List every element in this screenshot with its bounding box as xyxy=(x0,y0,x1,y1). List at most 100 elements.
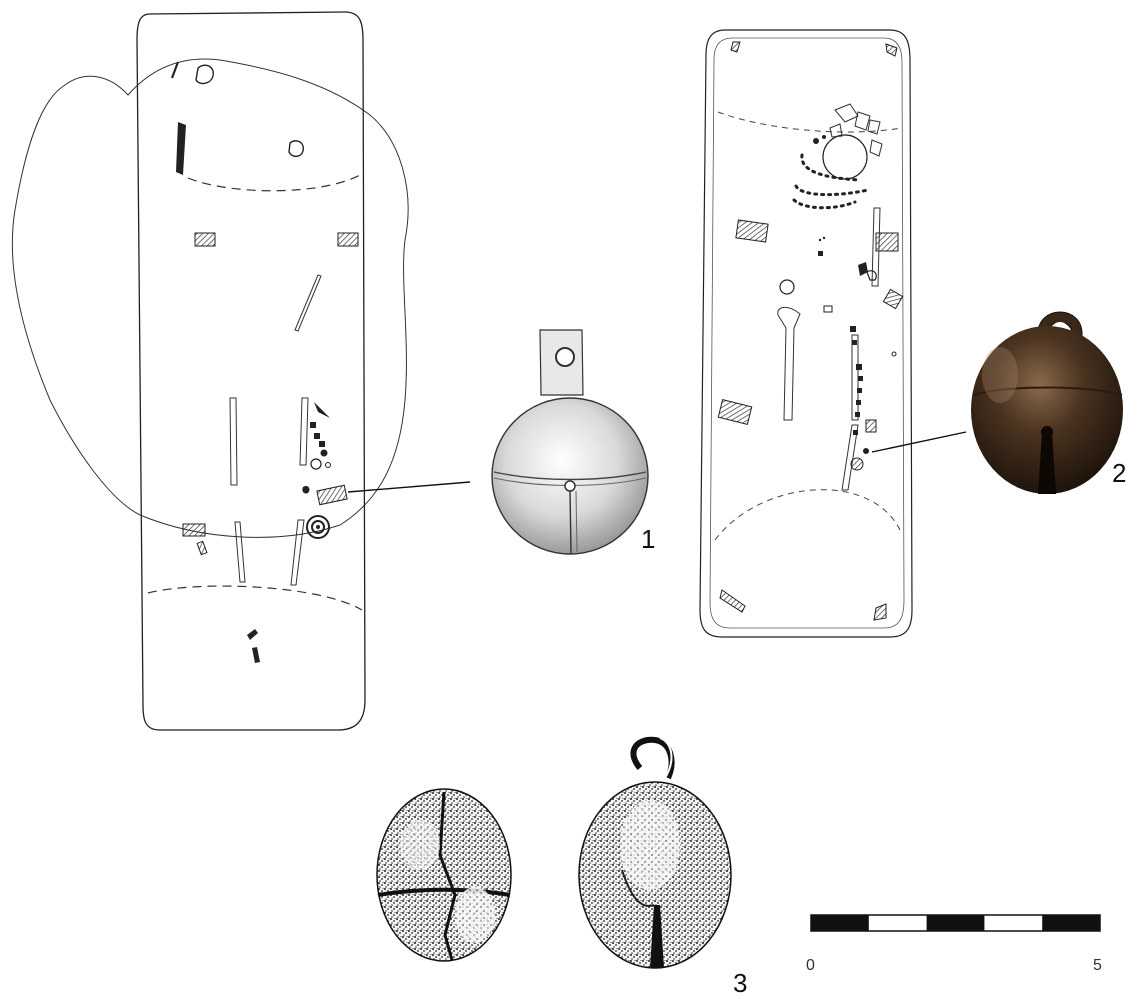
bell-2-body xyxy=(971,326,1123,494)
grave-2-find xyxy=(866,270,877,281)
bell-3-highlight xyxy=(620,800,680,890)
grave-1-disc xyxy=(306,515,330,539)
grave-1-ring xyxy=(325,462,331,468)
grave-1-wood-fragment xyxy=(176,122,186,175)
grave-2-plan xyxy=(699,29,967,638)
grave-1-skull-fragment xyxy=(195,64,214,85)
scale-bar-segment xyxy=(1042,915,1100,931)
grave-2-hatched-block xyxy=(735,219,769,243)
grave-2-bead-string xyxy=(794,184,870,197)
bell-3-loop xyxy=(630,736,675,780)
grave-2-skull-fragment xyxy=(869,139,883,157)
grave-1-find xyxy=(247,629,258,640)
grave-2-skull-fragment xyxy=(829,123,843,138)
grave-2-bead xyxy=(822,236,826,240)
bell-3-slot-horizontal xyxy=(377,887,511,897)
bell-1-loop-hole xyxy=(555,347,575,367)
grave-1-disc xyxy=(316,525,320,529)
grave-2-bead xyxy=(813,138,819,144)
grave-2-bone xyxy=(851,334,859,421)
grave-1-find xyxy=(170,61,180,79)
grave-1-bone xyxy=(290,519,305,586)
grave-1-hatched-block xyxy=(182,523,206,537)
grave-1-bead xyxy=(320,449,328,457)
grave-2-hatched-block xyxy=(882,288,904,310)
grave-2-bead-string xyxy=(800,153,862,182)
grave-2-bead xyxy=(818,238,822,242)
bell-1-drawing xyxy=(491,329,649,555)
grave-2-bead-column xyxy=(850,326,863,435)
grave-1-bell-location xyxy=(316,484,348,506)
grave-2-bead xyxy=(818,251,823,256)
grave-1-bone xyxy=(229,397,238,486)
bell-3-highlight xyxy=(400,820,440,870)
scale-bar xyxy=(810,914,1101,932)
grave-2-coffin-inner xyxy=(709,37,905,629)
grave-1-hatched-block xyxy=(337,232,359,247)
grave-1-dashed-lower xyxy=(147,585,363,611)
grave-2-bead xyxy=(822,135,826,139)
leader-line-2 xyxy=(871,431,967,453)
label-item-3: 3 xyxy=(733,968,747,998)
bell-3-loop-highlight xyxy=(659,737,673,779)
grave-1-coffin-outline xyxy=(136,11,366,731)
grave-1-disc xyxy=(311,520,325,534)
grave-2-find xyxy=(823,305,833,313)
label-item-2: 2 xyxy=(1112,458,1126,488)
label-item-1: 1 xyxy=(641,524,655,554)
bell-3-drawing-side xyxy=(578,736,732,969)
grave-2-coffin-outline xyxy=(699,29,913,638)
grave-2-bone xyxy=(871,207,881,287)
bell-3-seam xyxy=(438,791,457,961)
grave-1-find xyxy=(302,485,310,494)
grave-2-hatched-block xyxy=(875,232,899,252)
grave-1-find xyxy=(252,647,260,663)
grave-2-corner-fragment xyxy=(885,43,898,57)
scale-bar-start-label: 0 xyxy=(806,957,815,974)
bell-3-slot xyxy=(650,905,664,968)
grave-2-skull-fragment xyxy=(854,111,871,131)
grave-2-femur xyxy=(777,306,801,421)
grave-2-bell-location xyxy=(863,448,869,454)
scale-bar-end-label: 5 xyxy=(1093,957,1102,974)
bell-1-slot-hole xyxy=(564,480,576,492)
grave-2-corner-fragment xyxy=(873,603,887,621)
grave-2-corner-fragment xyxy=(719,589,746,613)
grave-1-bead xyxy=(314,433,320,439)
grave-2-corner-fragment xyxy=(730,41,741,53)
grave-1-ring xyxy=(310,458,322,470)
grave-2-hatched-block xyxy=(717,399,753,425)
grave-2-hatched-block xyxy=(865,419,877,433)
bell-1-slot xyxy=(569,490,572,554)
grave-1-bone xyxy=(299,397,309,466)
grave-1-find-ring xyxy=(288,140,304,158)
scale-bar-segment xyxy=(811,915,869,931)
grave-1-bead xyxy=(310,422,316,428)
bell-1-rib xyxy=(493,471,647,481)
bell-2-rib xyxy=(972,386,1123,396)
grave-1-dashed-upper xyxy=(187,174,361,192)
bell-2-highlight xyxy=(982,347,1018,403)
grave-1-find xyxy=(196,540,208,556)
scale-bar-segment xyxy=(926,915,985,931)
grave-1-bone xyxy=(234,521,246,583)
grave-1-bead xyxy=(319,441,325,447)
grave-2-find xyxy=(858,262,868,276)
bell-1-body xyxy=(491,397,649,555)
grave-2-ring xyxy=(779,279,795,295)
grave-2-skull xyxy=(822,134,868,180)
bell-2-photo xyxy=(971,311,1123,494)
grave-2-bone xyxy=(841,424,859,491)
grave-1-find xyxy=(314,402,330,418)
grave-1-plan xyxy=(11,11,471,731)
bell-3-contour xyxy=(621,869,655,907)
bell-3-highlight xyxy=(455,887,495,943)
grave-2-skull-fragment xyxy=(834,103,859,123)
bell-2-slot-hole xyxy=(1041,426,1053,438)
grave-1-bone xyxy=(294,274,322,332)
grave-1-pit-outline xyxy=(11,58,409,538)
grave-2-bead-string xyxy=(792,198,857,210)
leader-line-1 xyxy=(347,481,471,493)
grave-2-disc xyxy=(850,457,864,471)
